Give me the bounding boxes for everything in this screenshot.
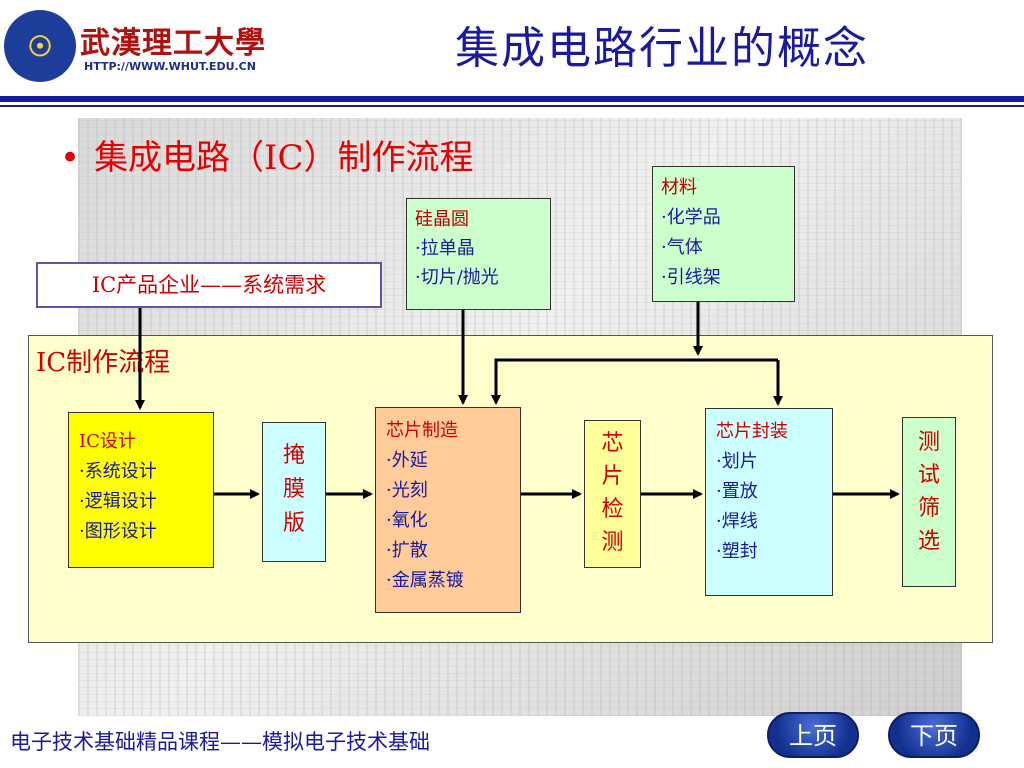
previous-page-button[interactable]: 上页: [767, 712, 859, 758]
design-title: IC设计: [79, 431, 136, 452]
mask-label: 掩膜版: [282, 443, 305, 536]
package-title: 芯片封装: [716, 421, 788, 442]
course-name: 电子技术基础精品课程——模拟电子技术基础: [10, 730, 430, 754]
package-item: ·划片: [716, 451, 758, 472]
screen-label: 测试筛选: [917, 430, 940, 554]
silicon-item: ·拉单晶: [415, 238, 475, 259]
header-rule-thin: [0, 105, 1024, 107]
university-url: HTTP://WWW.WHUT.EDU.CN: [84, 60, 256, 73]
mask-box: 掩膜版: [262, 422, 326, 562]
bullet-heading: • 集成电路（IC）制作流程: [60, 130, 474, 179]
system-requirement-box: IC产品企业——系统需求: [36, 262, 382, 308]
design-item: ·逻辑设计: [79, 491, 157, 512]
fab-item: ·氧化: [386, 510, 428, 531]
chip-packaging-box: 芯片封装 ·划片 ·置放 ·焊线 ·塑封: [705, 408, 833, 596]
fab-item: ·扩散: [386, 540, 428, 561]
university-seal-icon: ☉: [4, 10, 76, 82]
bullet-dot-icon: •: [60, 138, 81, 178]
materials-item: ·引线架: [661, 267, 721, 288]
university-name: 武漢理工大學: [80, 26, 266, 61]
fab-item: ·外延: [386, 450, 428, 471]
page-title: 集成电路行业的概念: [455, 23, 869, 74]
silicon-item: ·切片/抛光: [415, 267, 499, 288]
design-item: ·图形设计: [79, 521, 157, 542]
process-title: IC制作流程: [36, 348, 171, 378]
package-item: ·焊线: [716, 511, 758, 532]
university-logo: ☉ 武漢理工大學 HTTP://WWW.WHUT.EDU.CN: [4, 6, 265, 92]
fab-item: ·光刻: [386, 480, 428, 501]
package-item: ·置放: [716, 481, 758, 502]
header-rule: [0, 96, 1024, 102]
silicon-title: 硅晶圆: [415, 209, 469, 230]
test-label: 芯片检测: [601, 431, 624, 555]
materials-title: 材料: [661, 177, 697, 198]
design-item: ·系统设计: [79, 461, 157, 482]
chip-fabrication-box: 芯片制造 ·外延 ·光刻 ·氧化 ·扩散 ·金属蒸镀: [375, 407, 521, 613]
materials-box: 材料 ·化学品 ·气体 ·引线架: [652, 166, 795, 302]
materials-item: ·化学品: [661, 207, 721, 228]
ic-design-box: IC设计 ·系统设计 ·逻辑设计 ·图形设计: [68, 412, 214, 568]
test-screening-box: 测试筛选: [902, 417, 956, 587]
next-page-button[interactable]: 下页: [888, 712, 980, 758]
chip-test-box: 芯片检测: [584, 420, 641, 568]
silicon-wafer-box: 硅晶圆 ·拉单晶 ·切片/抛光: [406, 198, 551, 310]
fab-title: 芯片制造: [386, 420, 458, 441]
fab-item: ·金属蒸镀: [386, 570, 464, 591]
package-item: ·塑封: [716, 541, 758, 562]
bullet-text: 集成电路（IC）制作流程: [94, 138, 474, 178]
materials-item: ·气体: [661, 237, 703, 258]
